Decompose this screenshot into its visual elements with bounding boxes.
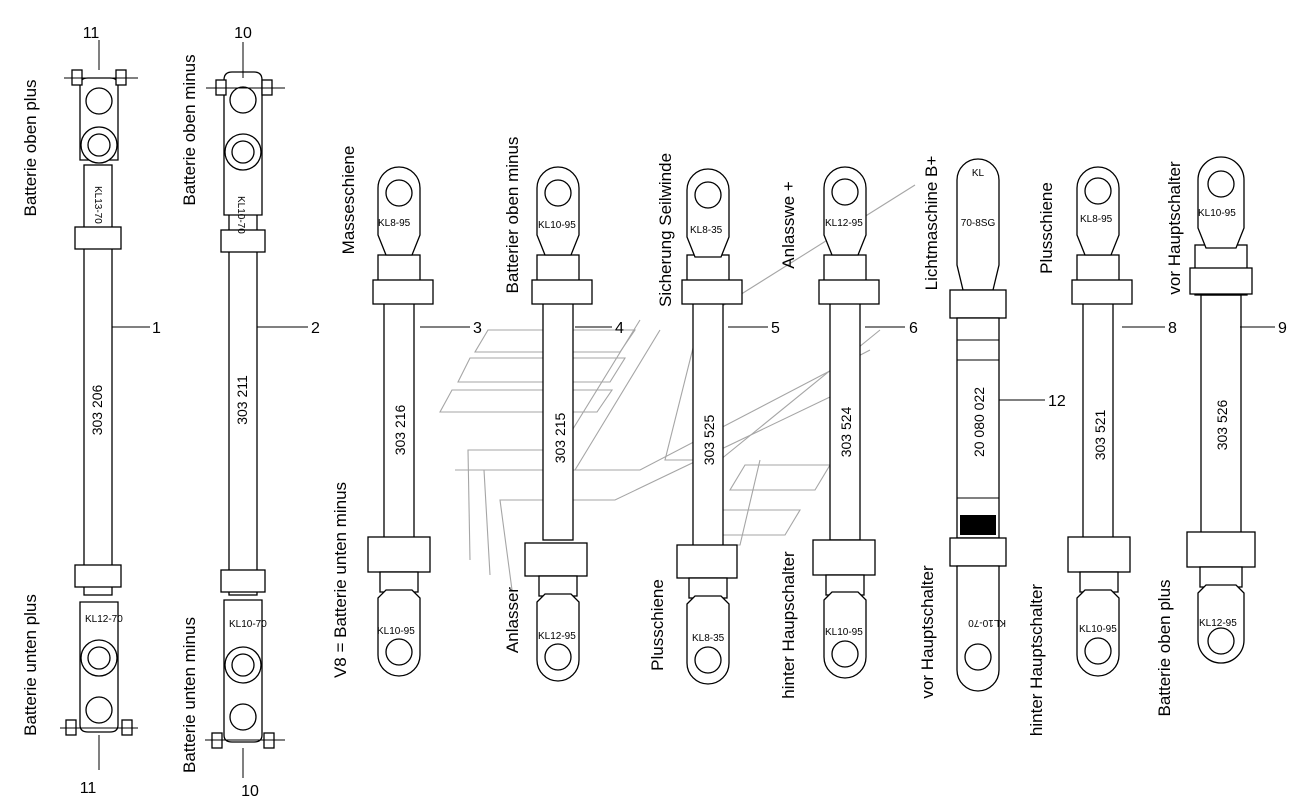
callout-number: 12 [1048, 393, 1066, 410]
terminal-top-label: KL8-95 [378, 218, 411, 229]
bottom-label: Anlasser [503, 587, 522, 653]
terminal-top-label: KL12-95 [825, 218, 863, 229]
terminal-bottom-label: KL10-95 [377, 626, 415, 637]
bottom-label: hinter Hauptschalter [1027, 584, 1046, 736]
cable-4: KL10-95 KL12-95 303 215 4 Batterier oben… [503, 137, 624, 682]
cable-code: 303 521 [1092, 409, 1108, 460]
bottom-label: Batterie unten minus [180, 617, 199, 773]
terminal-top-label: KL8-35 [690, 225, 723, 236]
top-label: Masseschiene [339, 146, 358, 255]
terminal-top-label: KL10-95 [1198, 208, 1236, 219]
terminal-top-label: KL10-95 [538, 220, 576, 231]
clamp-number-top: 10 [234, 25, 252, 42]
cable-code: 303 526 [1214, 399, 1230, 450]
terminal-bottom-label: KL10-70 [229, 619, 267, 630]
callout-number: 2 [311, 320, 320, 337]
terminal-bottom-label: KL12-95 [538, 631, 576, 642]
clamp-number-bottom: 10 [241, 783, 259, 800]
callout-number: 4 [615, 320, 624, 337]
top-label: Sicherung Seilwinde [656, 153, 675, 307]
cable-5: KL8-35 KL8-35 303 525 5 Sicherung Seilwi… [648, 153, 780, 685]
top-label: Batterie oben minus [180, 54, 199, 205]
top-label: Anlasswe + [779, 181, 798, 268]
terminal-top-label: KL10-70 [235, 196, 246, 234]
clamp-number-top: 11 [83, 25, 100, 42]
callout-number: 3 [473, 320, 482, 337]
cable-6: KL12-95 KL10-95 303 524 6 Anlasswe + hin… [779, 166, 918, 699]
cable-1: KL13-70 KL12-70 303 206 1 11 11 Batterie… [21, 25, 161, 797]
cable-code: 20 080 022 [971, 387, 987, 457]
top-label: Batterier oben minus [503, 137, 522, 294]
terminal-top-label: KL8-95 [1080, 214, 1113, 225]
bottom-label: vor Hauptschalter [918, 565, 937, 699]
callout-number: 6 [909, 320, 918, 337]
callout-number: 1 [152, 320, 161, 337]
bottom-label: Batterie oben plus [1155, 579, 1174, 716]
terminal-top-label: KL13-70 [92, 186, 103, 224]
cable-code: 303 524 [838, 406, 854, 457]
terminal-bottom-label: KL10-70 [968, 617, 1006, 628]
cable-code: 303 206 [89, 384, 105, 435]
cable-code: 303 215 [552, 412, 568, 463]
top-label: Batterie oben plus [21, 79, 40, 216]
top-label: Plusschiene [1037, 182, 1056, 274]
terminal-bottom-label: KL12-95 [1199, 618, 1237, 629]
terminal-bottom-label: KL12-70 [85, 614, 123, 625]
cable-2: KL10-70 KL10-70 303 211 2 10 10 Batterie… [180, 25, 320, 800]
callout-number: 5 [771, 320, 780, 337]
terminal-bottom-label: KL10-95 [1079, 624, 1117, 635]
top-label: Lichtmaschine B+ [922, 156, 941, 291]
terminal-bottom-label: KL10-95 [825, 627, 863, 638]
bottom-label: hinter Haupschalter [779, 551, 798, 699]
terminal-top-label: KL [972, 168, 985, 179]
bottom-label: V8 = Batterie unten minus [331, 482, 350, 678]
cable-code: 303 525 [701, 414, 717, 465]
cable-code: 303 216 [392, 404, 408, 455]
clamp-number-bottom: 11 [80, 780, 97, 797]
callout-number: 8 [1168, 320, 1177, 337]
cable-code: 303 211 [234, 375, 250, 425]
bottom-label: Plusschiene [648, 579, 667, 671]
terminal-bottom-label: KL8-35 [692, 633, 725, 644]
top-label: vor Hauptschalter [1165, 161, 1184, 295]
callout-number: 9 [1278, 320, 1287, 337]
terminal-top-label-2: 70-8SG [961, 218, 996, 229]
cable-8: KL8-95 KL10-95 303 521 8 Plusschiene hin… [1027, 166, 1177, 736]
cable-12: KL 70-8SG KL10-70 20 080 022 12 Lichtmas… [918, 156, 1066, 699]
cable-9: KL10-95 KL12-95 303 526 9 vor Hauptschal… [1155, 156, 1287, 717]
cable-3: KL8-95 KL10-95 303 216 3 Masseschiene V8… [331, 146, 482, 678]
bottom-label: Batterie unten plus [21, 594, 40, 736]
